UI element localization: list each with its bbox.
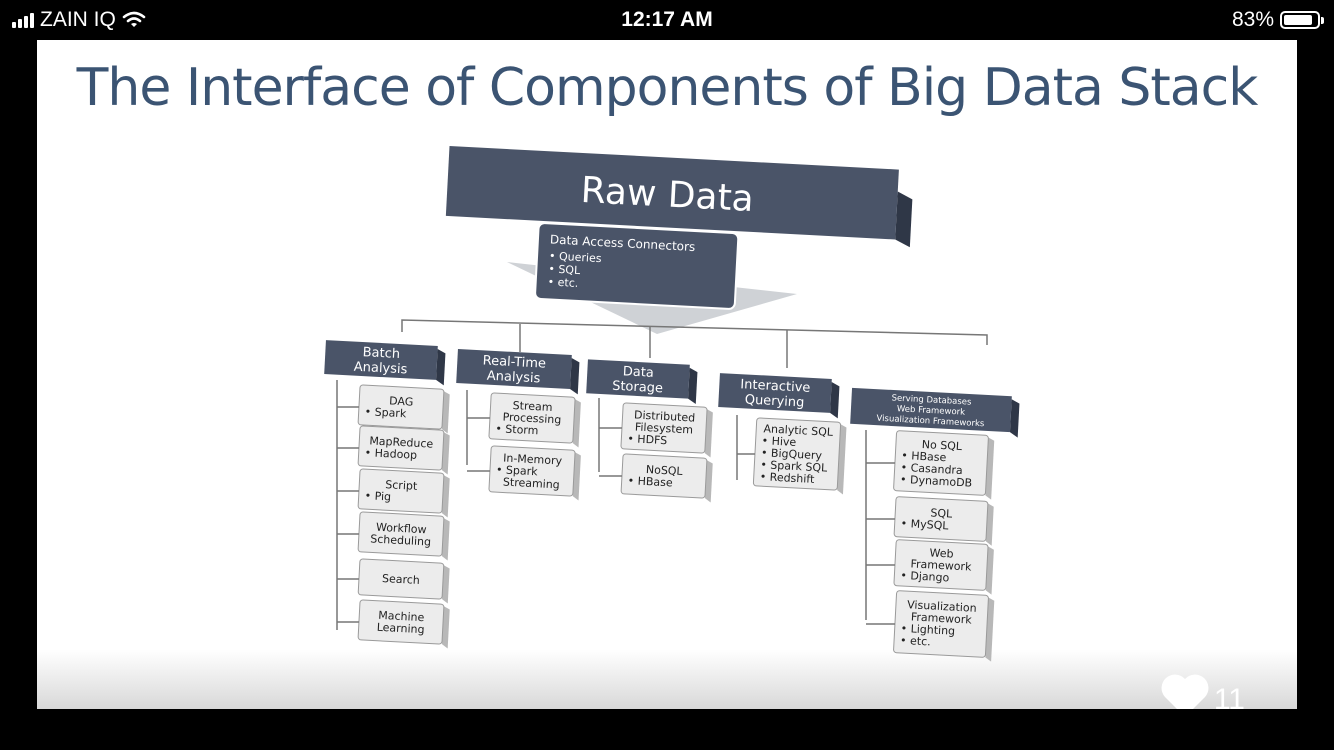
battery-info: 83% (1231, 8, 1324, 32)
batch-item-text: • Pig (364, 489, 391, 503)
storage-title-line: Data (622, 364, 654, 381)
batch-item-text: • Spark (364, 405, 407, 420)
batch-item-text: Script (385, 478, 418, 493)
slide-title: The Interface of Components of Big Data … (76, 58, 1259, 118)
serving-item-text: • Casandra (900, 461, 963, 477)
storage-item-text: Filesystem (635, 420, 694, 436)
batch-item: MapReduce• Hadoop (357, 425, 450, 475)
realtime-item-text: In-Memory (503, 451, 563, 467)
batch-item-text: Workflow (376, 521, 427, 537)
serving-item: SQL• MySQL (893, 496, 994, 546)
battery-percent: 83% (1231, 8, 1274, 31)
storage-item-text: NoSQL (646, 463, 684, 478)
batch-item-text: Search (382, 572, 420, 587)
raw-data-label: Raw Data (580, 170, 755, 220)
status-bar: ZAIN IQ 12:17 AM 83% (0, 0, 1334, 40)
batch-item-text: MapReduce (369, 434, 434, 450)
interactive-item: Analytic SQL• Hive• BigQuery• Spark SQL•… (752, 417, 847, 495)
heart-icon (1161, 674, 1209, 709)
interactive-title-line: Interactive (740, 377, 811, 396)
serving-item-text: • Django (900, 569, 950, 585)
serving-item: No SQL• HBase• Casandra• DynamoDB (893, 430, 995, 500)
interactive-item-text: • Redshift (759, 470, 815, 486)
connector-lines (336, 319, 988, 630)
serving-item-text: Framework (911, 610, 973, 626)
connectors-item: • SQL (548, 262, 581, 277)
realtime-title-line: Analysis (486, 369, 540, 387)
batch-item: Search (357, 558, 450, 604)
serving-item-text: • HBase (901, 449, 947, 464)
like-count: 11 (1213, 683, 1245, 709)
storage-item: NoSQL• HBase (620, 453, 713, 503)
storage-item-text: • HBase (627, 474, 673, 489)
wifi-icon (122, 11, 146, 27)
storage-title-line: Storage (612, 379, 664, 397)
serving-item-text: SQL (930, 506, 953, 520)
serving-item-text: Web (929, 546, 954, 560)
batch-item-text: • Hadoop (364, 446, 417, 462)
realtime-title-line: Real-Time (482, 353, 546, 371)
interactive-item-text: • BigQuery (761, 446, 823, 462)
interactive-item-text: Analytic SQL (763, 422, 834, 439)
signal-icon (12, 12, 34, 28)
batch-title-line: Analysis (353, 360, 407, 378)
batch-item-text: DAG (389, 394, 414, 408)
slide: The Interface of Components of Big Data … (37, 40, 1297, 709)
carrier-info: ZAIN IQ (12, 8, 146, 32)
serving-item-text: • etc. (900, 634, 931, 649)
interactive-item-text: • Spark SQL (760, 458, 828, 475)
serving-title-line: Serving Databases (891, 393, 972, 407)
connectors-item: • Queries (549, 249, 602, 265)
raw-data-box: Raw Data (445, 146, 913, 248)
serving-item-text: Framework (910, 557, 972, 573)
serving-item-text: • Lighting (900, 622, 955, 638)
data-access-connectors-box: Data Access Connectors • Queries • SQL •… (534, 222, 740, 310)
batch-item: Script• Pig (357, 468, 450, 518)
interactive-item-text: • Hive (761, 434, 796, 449)
interactive-title-line: Querying (744, 392, 804, 410)
realtime-item-text: Streaming (503, 476, 560, 492)
carrier-name: ZAIN IQ (40, 8, 116, 31)
big-data-stack-diagram: Raw Data Data Access Connectors • Querie… (324, 146, 1020, 662)
batch-item-text: Machine (378, 609, 425, 624)
like-counter[interactable]: 11 (1160, 673, 1245, 709)
storage-item-text: Distributed (634, 408, 696, 424)
batch-title-line: Batch (362, 345, 400, 362)
serving-item-text: No SQL (921, 438, 963, 453)
realtime-item-text: Stream (512, 399, 552, 414)
serving-item-text: Visualization (907, 598, 977, 615)
serving-item-text: • MySQL (900, 517, 949, 533)
connectors-item: • etc. (547, 275, 578, 290)
batch-item: DAG• Spark (357, 384, 450, 434)
batch-item-text: Scheduling (370, 532, 431, 548)
realtime-item-text: Processing (502, 410, 561, 426)
storage-item-text: • HDFS (627, 432, 667, 447)
status-time: 12:17 AM (621, 8, 713, 31)
realtime-item-text: • Spark (496, 463, 539, 478)
serving-item-text: • DynamoDB (900, 473, 973, 490)
realtime-item-text: • Storm (495, 422, 539, 437)
battery-icon (1280, 11, 1324, 29)
serving-title-line: Web Framework (897, 404, 966, 418)
batch-item-text: Learning (376, 621, 424, 636)
